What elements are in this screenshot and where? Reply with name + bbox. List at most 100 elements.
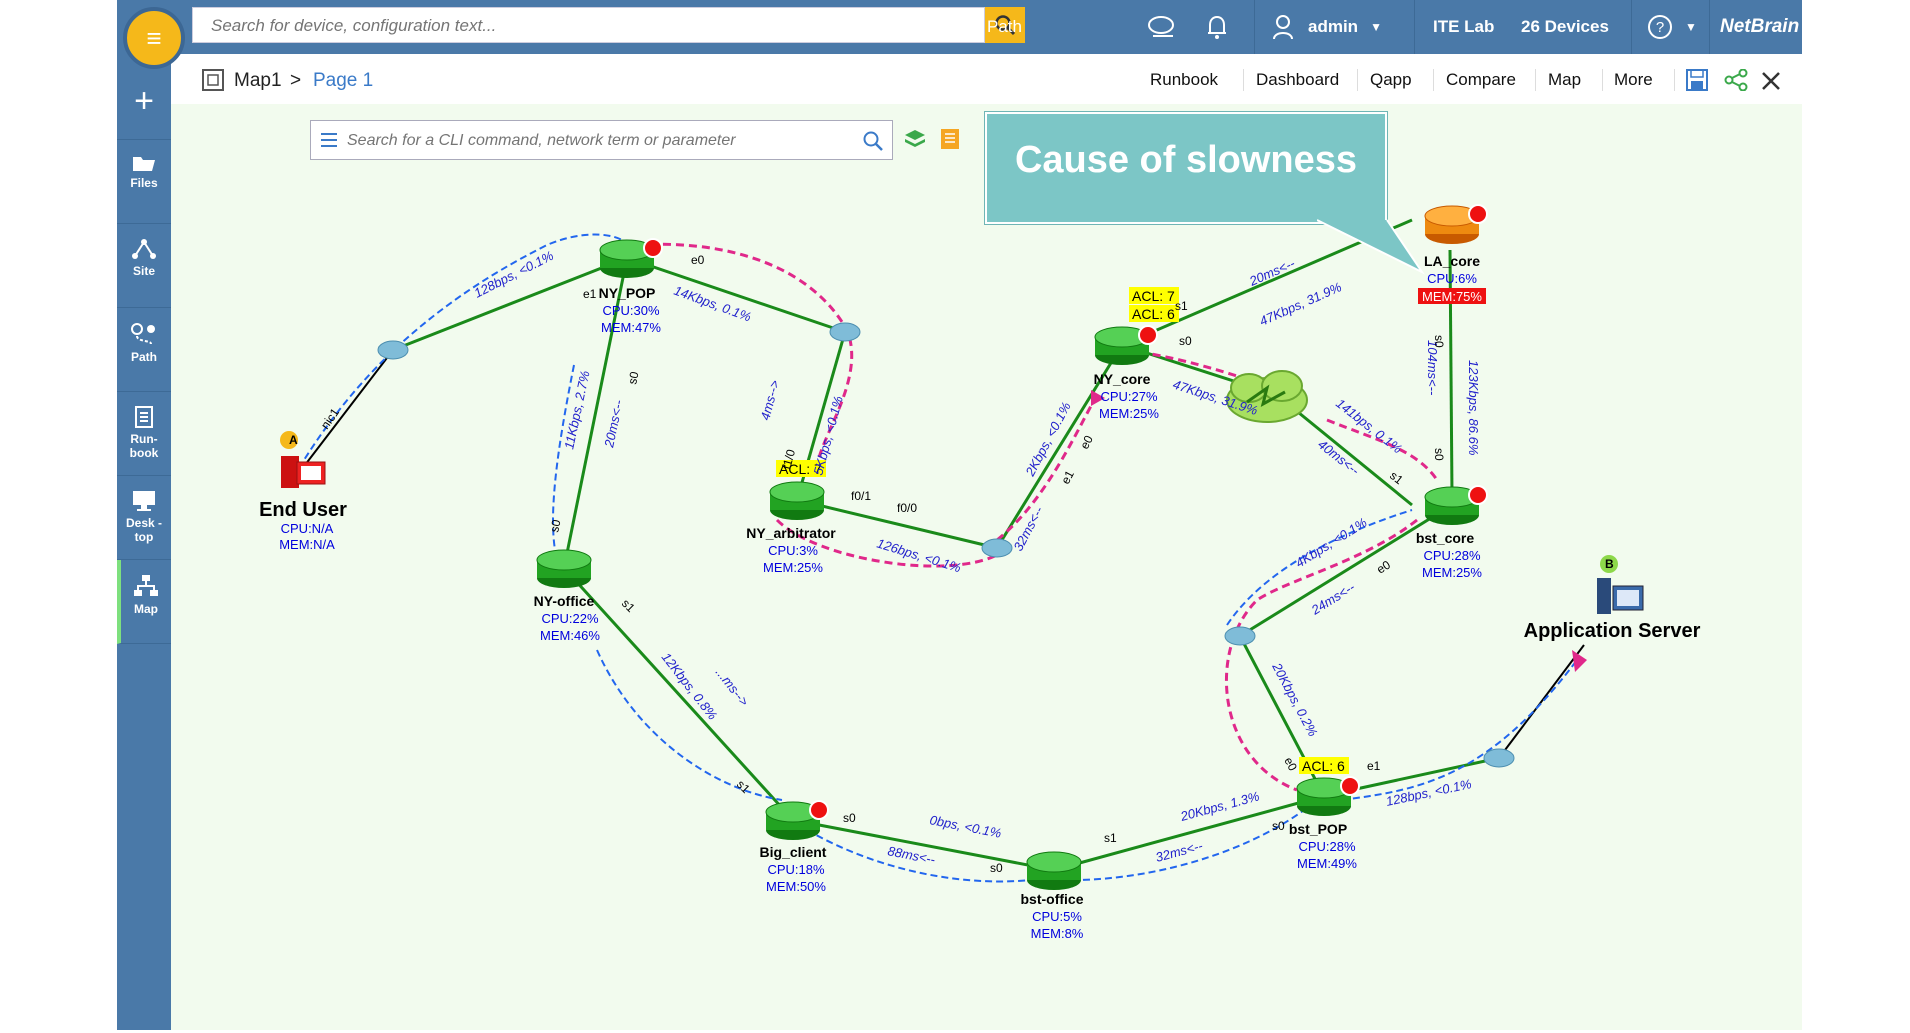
router-icon[interactable] — [599, 238, 663, 278]
tab-compare[interactable]: Compare — [1446, 70, 1516, 89]
tab-qapp[interactable]: Qapp — [1370, 70, 1412, 89]
switch-icon[interactable] — [377, 340, 409, 360]
device-name: NY_arbitrator — [746, 525, 836, 541]
router-icon[interactable] — [1424, 485, 1488, 525]
sidebar-item-label: Run-book — [129, 432, 159, 460]
interface-label: f0/1 — [851, 489, 871, 503]
save-icon[interactable] — [1686, 69, 1708, 91]
link[interactable] — [1448, 249, 1454, 495]
sidebar-item-site[interactable]: Site — [117, 224, 171, 308]
close-icon[interactable] — [1761, 71, 1781, 91]
interface-label: s0 — [1432, 335, 1446, 348]
router-icon[interactable] — [1296, 776, 1360, 816]
device-name: bst-office — [1021, 891, 1084, 907]
link[interactable] — [1053, 794, 1325, 872]
device-count[interactable]: 26 Devices — [1521, 17, 1609, 36]
layers-icon[interactable] — [904, 128, 926, 150]
switch-icon[interactable] — [1224, 626, 1256, 646]
links — [392, 218, 1500, 872]
device-mem: MEM:N/A — [279, 537, 335, 552]
interface-label: f0/0 — [897, 501, 917, 515]
main-menu-button[interactable]: ≡ — [123, 7, 185, 69]
notes-icon[interactable] — [940, 128, 960, 150]
link-label: 32ms<-- — [1010, 503, 1046, 553]
sidebar-item-runbook[interactable]: Run-book — [117, 392, 171, 476]
interface-label: e1 — [1367, 759, 1381, 773]
router-icon[interactable] — [536, 549, 592, 588]
wan-cloud-icon[interactable] — [1226, 370, 1308, 423]
chat-button[interactable] — [1147, 0, 1177, 54]
sidebar-item-new[interactable]: + — [117, 74, 171, 140]
link[interactable] — [995, 344, 1124, 549]
user-menu[interactable]: admin ▼ — [1272, 0, 1382, 54]
breadcrumb-page[interactable]: Page 1 — [313, 70, 374, 91]
router-icon[interactable] — [1026, 851, 1082, 890]
network-map[interactable]: A B ACL: 7 ACL: 6 ACL: 7 ACL: 6 End User… — [117, 0, 1802, 1030]
link[interactable] — [562, 566, 795, 822]
link-label: 4ms--> — [757, 378, 782, 422]
path-button[interactable]: Path — [947, 0, 1022, 54]
link-label: 128bps, <0.1% — [472, 248, 556, 301]
share-icon[interactable] — [1724, 69, 1748, 91]
interface-label: s1 — [1387, 468, 1406, 487]
end-user-pc-icon[interactable] — [280, 431, 326, 488]
link[interactable] — [304, 349, 394, 466]
link[interactable] — [792, 818, 1055, 872]
link[interactable] — [562, 257, 629, 569]
annotation-callout[interactable]: Cause of slowness — [985, 112, 1387, 224]
acl-tag[interactable]: ACL: 6 — [1302, 758, 1345, 774]
link[interactable] — [1498, 644, 1585, 759]
search-icon — [995, 15, 1016, 36]
app-server-icon[interactable] — [1597, 555, 1644, 614]
path-trace-blue — [298, 233, 1578, 883]
acl-tag[interactable]: ACL: 6 — [1132, 306, 1175, 322]
router-icon[interactable] — [765, 800, 829, 840]
acl-tag[interactable]: ACL: 7 — [779, 461, 822, 477]
router-icon[interactable] — [769, 481, 825, 520]
acl-tags: ACL: 7 ACL: 6 ACL: 7 ACL: 6 — [776, 287, 1349, 774]
link-label: 20Kbps, 1.3% — [1178, 788, 1261, 824]
device-name: NY-office — [534, 593, 595, 609]
sidebar-item-map[interactable]: Map — [117, 560, 171, 644]
endpoint-badge-b: B — [1605, 557, 1614, 571]
link[interactable] — [1239, 503, 1453, 638]
device-mem: MEM:47% — [601, 320, 661, 335]
search-icon[interactable] — [862, 130, 884, 152]
router-icons — [536, 204, 1488, 890]
tab-map[interactable]: Map — [1548, 70, 1582, 89]
tab-runbook[interactable]: Runbook — [1150, 70, 1219, 89]
link-label: 12Kbps, 0.8% — [659, 650, 721, 723]
device-cpu: CPU:22% — [541, 611, 599, 626]
device-cpu: CPU:27% — [1100, 389, 1158, 404]
switch-icon[interactable] — [1483, 748, 1515, 768]
link[interactable] — [796, 498, 998, 550]
device-name: LA_core — [1424, 253, 1480, 269]
device-mem: MEM:25% — [1422, 565, 1482, 580]
device-mem: MEM:25% — [763, 560, 823, 575]
search-button[interactable] — [985, 7, 1025, 43]
help-menu[interactable]: ? ▼ — [1647, 0, 1697, 54]
router-icon[interactable] — [1424, 204, 1488, 244]
global-search-input[interactable] — [193, 8, 913, 44]
switch-icon[interactable] — [829, 322, 861, 342]
breadcrumb-map[interactable]: Map1 — [234, 70, 282, 91]
sidebar-item-files[interactable]: Files — [117, 140, 171, 224]
device-name: NY_core — [1094, 371, 1151, 387]
endpoint-badge-a: A — [289, 433, 298, 447]
link-label: 20Kbps, 0.2% — [1269, 659, 1321, 738]
interface-label: s0 — [990, 861, 1003, 875]
tab-dashboard[interactable]: Dashboard — [1256, 70, 1340, 89]
domain-selector[interactable]: ITE Lab — [1433, 17, 1495, 36]
cli-search-input[interactable] — [345, 121, 849, 161]
acl-tag[interactable]: ACL: 7 — [1132, 288, 1175, 304]
link[interactable] — [392, 256, 628, 352]
device-name: Application Server — [1524, 620, 1701, 642]
tab-more[interactable]: More — [1614, 70, 1653, 89]
sidebar-item-desktop[interactable]: Desk -top — [117, 476, 171, 560]
notification-button[interactable] — [1205, 0, 1229, 54]
sidebar-item-path[interactable]: Path — [117, 308, 171, 392]
switch-icon[interactable] — [981, 538, 1013, 558]
link[interactable] — [626, 256, 846, 334]
path-label: Path — [987, 17, 1022, 36]
router-icon[interactable] — [1094, 325, 1158, 365]
